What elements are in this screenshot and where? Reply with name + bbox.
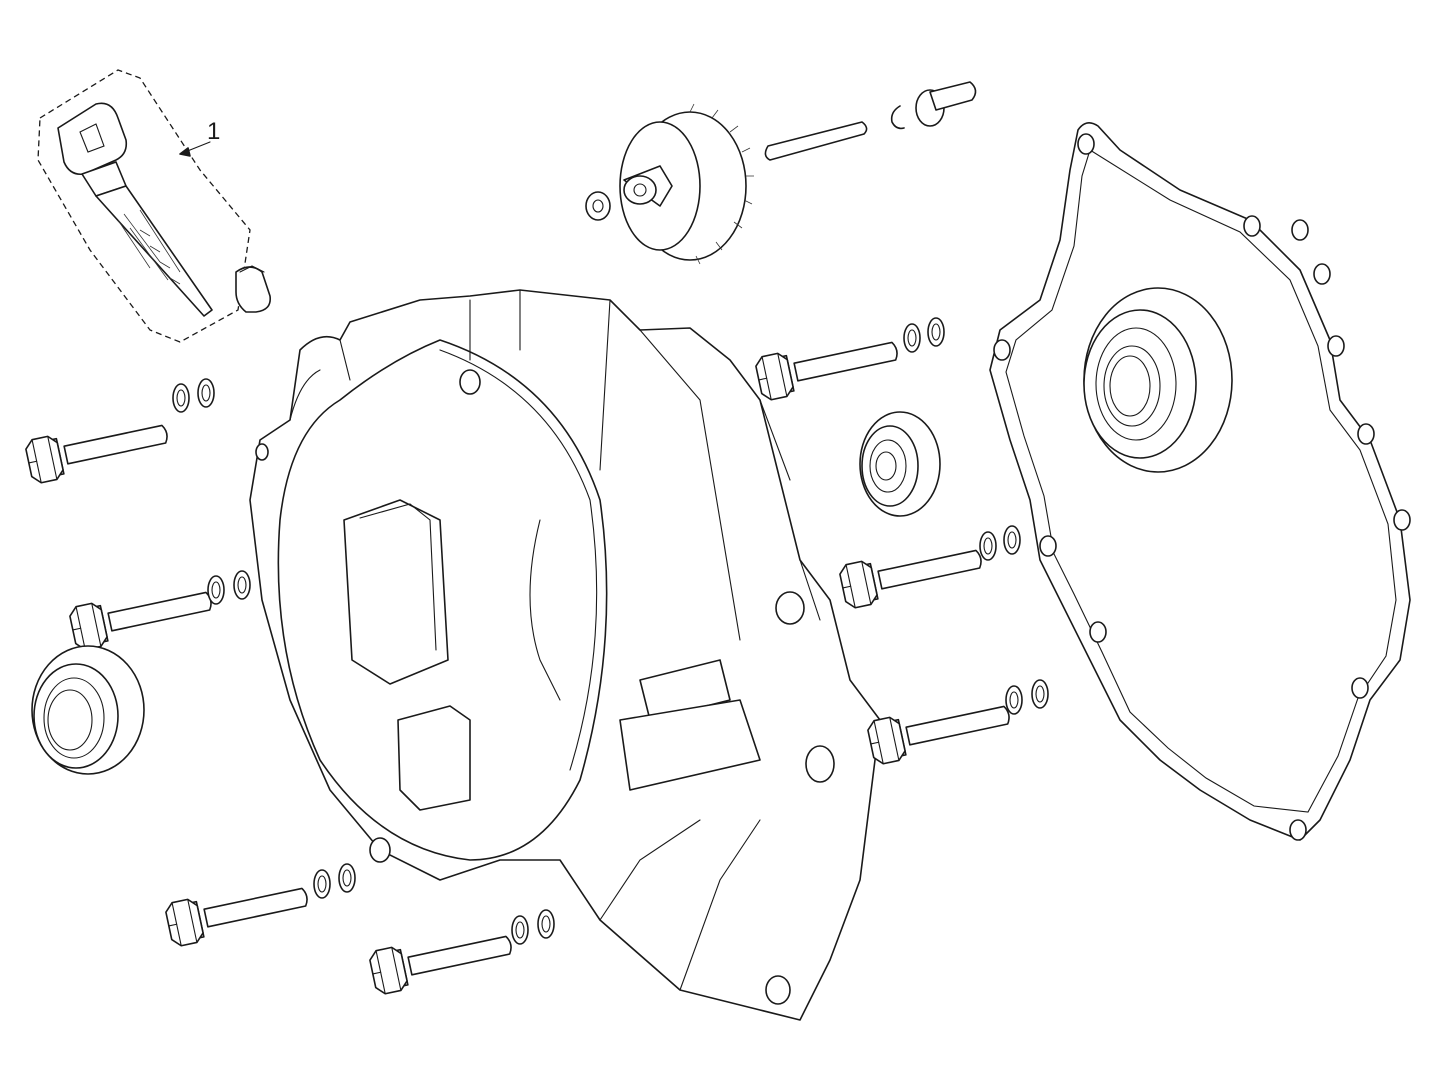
cover-boss-bottom <box>765 975 791 1005</box>
cover-window-upper <box>343 499 449 685</box>
callout-1-label: 1 <box>207 118 221 145</box>
main-bearing <box>1083 287 1233 473</box>
governor-shaft <box>764 121 868 161</box>
cover-boss-left <box>369 837 391 863</box>
cover-window-lower <box>397 705 471 811</box>
washer-left-2a <box>207 575 225 605</box>
washer-left-1a <box>172 383 190 413</box>
small-bearing <box>859 411 941 517</box>
washer-left-1b <box>197 378 215 408</box>
governor-pin <box>915 81 977 127</box>
dipstick-oring <box>235 266 272 313</box>
washer-left-4b <box>537 909 555 939</box>
washer-left-3a <box>313 869 331 899</box>
gear-washer <box>585 191 611 221</box>
dipstick-group <box>37 69 272 343</box>
bolt-right-3 <box>865 692 1015 767</box>
washer-right-2a <box>979 531 997 561</box>
washer-left-3b <box>338 863 356 893</box>
washer-right-2b <box>1003 525 1021 555</box>
bolt-left-2 <box>67 578 217 653</box>
cover-boss-upper <box>459 369 481 395</box>
bolt-left-3 <box>163 874 313 949</box>
bolt-right-1 <box>753 328 903 403</box>
bolt-left-4 <box>367 922 517 997</box>
crankcase-cover <box>249 289 881 1021</box>
dipstick-rod <box>95 185 213 317</box>
cover-flange <box>619 699 761 791</box>
bolt-left-1 <box>23 411 173 486</box>
bolt-right-2 <box>837 536 987 611</box>
circlip <box>890 105 905 130</box>
oil-seal <box>31 645 145 775</box>
washer-right-3a <box>1005 685 1023 715</box>
washer-right-1b <box>927 317 945 347</box>
governor-gear <box>619 103 754 265</box>
washer-left-2b <box>233 570 251 600</box>
gasket <box>989 122 1411 841</box>
washer-left-4a <box>511 915 529 945</box>
dipstick-cap <box>57 102 128 176</box>
dipstick-group-outline <box>37 69 251 343</box>
washer-right-1a <box>903 323 921 353</box>
cover-boss-mid <box>775 591 805 625</box>
cover-boss-right <box>805 745 835 783</box>
washer-right-3b <box>1031 679 1049 709</box>
cover-boss-far-left <box>255 443 269 461</box>
